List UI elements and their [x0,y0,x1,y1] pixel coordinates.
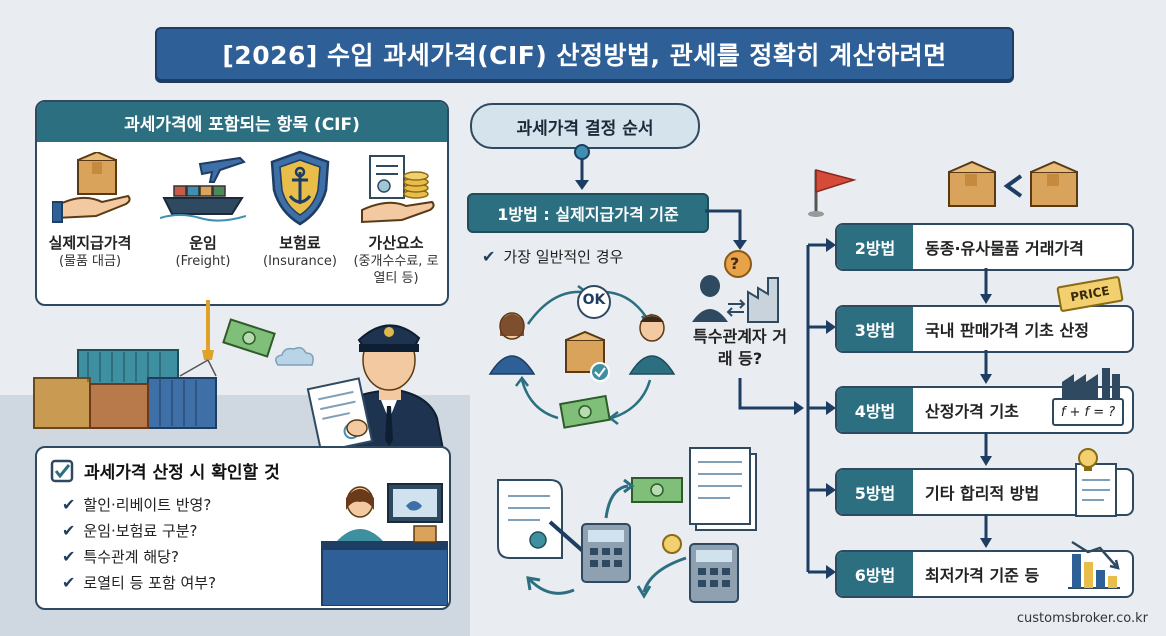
ship-plane-icon [160,156,246,222]
method-text: 국내 판매가격 기초 산정 [925,321,1089,340]
method-6: 6방법 최저가격 기준 등 [835,550,1134,598]
box-compare-icon [948,160,1078,207]
method-number: 4방법 [837,388,913,432]
method-down-arrows [980,268,992,548]
check-icon: ✔ [62,521,76,540]
banknote-icon [222,318,276,358]
checklist-item-text: 특수관계 해당? [83,548,179,566]
formula-text: f + f = ? [1060,404,1116,420]
method-number: 2방법 [837,225,913,269]
cif-item-additions-sub: (중개수수료, 로열티 등) [353,254,439,286]
checklist-item-text: 운임·보험료 구분? [83,522,198,540]
common-case: ✔ 가장 일반적인 경우 [482,246,623,267]
page-title: [2026] 수입 과세가격(CIF) 산정방법, 관세를 정확히 계산하려면 [155,27,1014,81]
check-icon: ✔ [482,247,496,266]
cif-item-price-label: 실제지급가격 [48,234,132,252]
cif-item-price-sub: (물품 대금) [58,254,122,269]
method-text: 동종·유사물품 거래가격 [925,239,1084,258]
checklist-item-text: 할인·리베이트 반영? [83,496,212,514]
checklist-item-text: 로열티 등 포함 여부? [83,574,217,592]
cif-item-insurance-sub: (Insurance) [263,254,337,269]
method-number: 6방법 [837,552,913,596]
cif-item-insurance: 보험료 (Insurance) [252,232,348,270]
method-4: 4방법 산정가격 기초 [835,386,1134,434]
method1-box: 1방법 : 실제지급가격 기준 [467,193,709,233]
cif-item-freight: 운임 (Freight) [155,232,251,270]
customs-officer-illustration [306,324,447,460]
special-relationship-icon [692,250,779,323]
flag-icon [808,169,857,217]
flow-connectors [705,209,836,579]
price-tag-text: PRICE [1069,283,1111,305]
cif-item-additions: 가산요소 (중개수수료, 로열티 등) [350,232,442,287]
crane-containers-illustration [33,300,217,429]
checklist-item: ✔ 운임·보험료 구분? [62,520,198,541]
checkbox-icon [50,459,74,482]
check-icon: ✔ [62,547,76,566]
checklist-item: ✔ 할인·리베이트 반영? [62,494,211,515]
insurance-shield-icon [270,150,330,226]
method-number: 5방법 [837,470,913,514]
cif-item-insurance-label: 보험료 [279,234,321,252]
cif-item-freight-sub: (Freight) [175,254,231,269]
cif-item-additions-label: 가산요소 [368,234,424,252]
common-case-text: 가장 일반적인 경우 [503,248,624,266]
idea-document-icon [1075,448,1117,517]
method-number: 3방법 [837,307,913,351]
footer-url: customsbroker.co.kr [1016,611,1148,626]
checklist-heading: 과세가격 산정 시 확인할 것 [50,458,280,483]
additional-cost-icon [361,155,435,224]
ok-badge: OK [582,292,606,308]
checklist-item: ✔ 특수관계 해당? [62,546,179,567]
check-icon: ✔ [62,573,76,592]
factory-icon [1062,368,1120,398]
cif-item-price: 실제지급가격 (물품 대금) [42,232,138,270]
order-connector [574,144,590,190]
formula-box: f + f = ? [1052,398,1124,426]
method-text: 최저가격 기준 등 [925,566,1040,585]
method-text: 산정가격 기초 [925,402,1019,421]
method-2: 2방법 동종·유사물품 거래가격 [835,223,1134,271]
checklist-heading-text: 과세가격 산정 시 확인할 것 [84,463,280,483]
check-icon: ✔ [62,495,76,514]
checklist-item: ✔ 로열티 등 포함 여부? [62,572,216,593]
hand-box-icon [52,152,131,223]
cloud-icon [275,346,314,366]
transaction-cycle-illustration [488,285,676,429]
clerk-desk-illustration [321,483,448,606]
cif-panel-heading: 과세가격에 포함되는 항목 (CIF) [37,102,447,142]
calculation-documents-illustration [497,447,757,603]
order-heading: 과세가격 결정 순서 [470,103,700,149]
bar-chart-down-icon [1068,540,1120,589]
cif-item-freight-label: 운임 [189,234,217,252]
question-mark-glyph: ? [730,254,740,273]
special-case-text: 특수관계자 거래 등? [693,327,787,368]
method-text: 기타 합리적 방법 [925,484,1040,503]
